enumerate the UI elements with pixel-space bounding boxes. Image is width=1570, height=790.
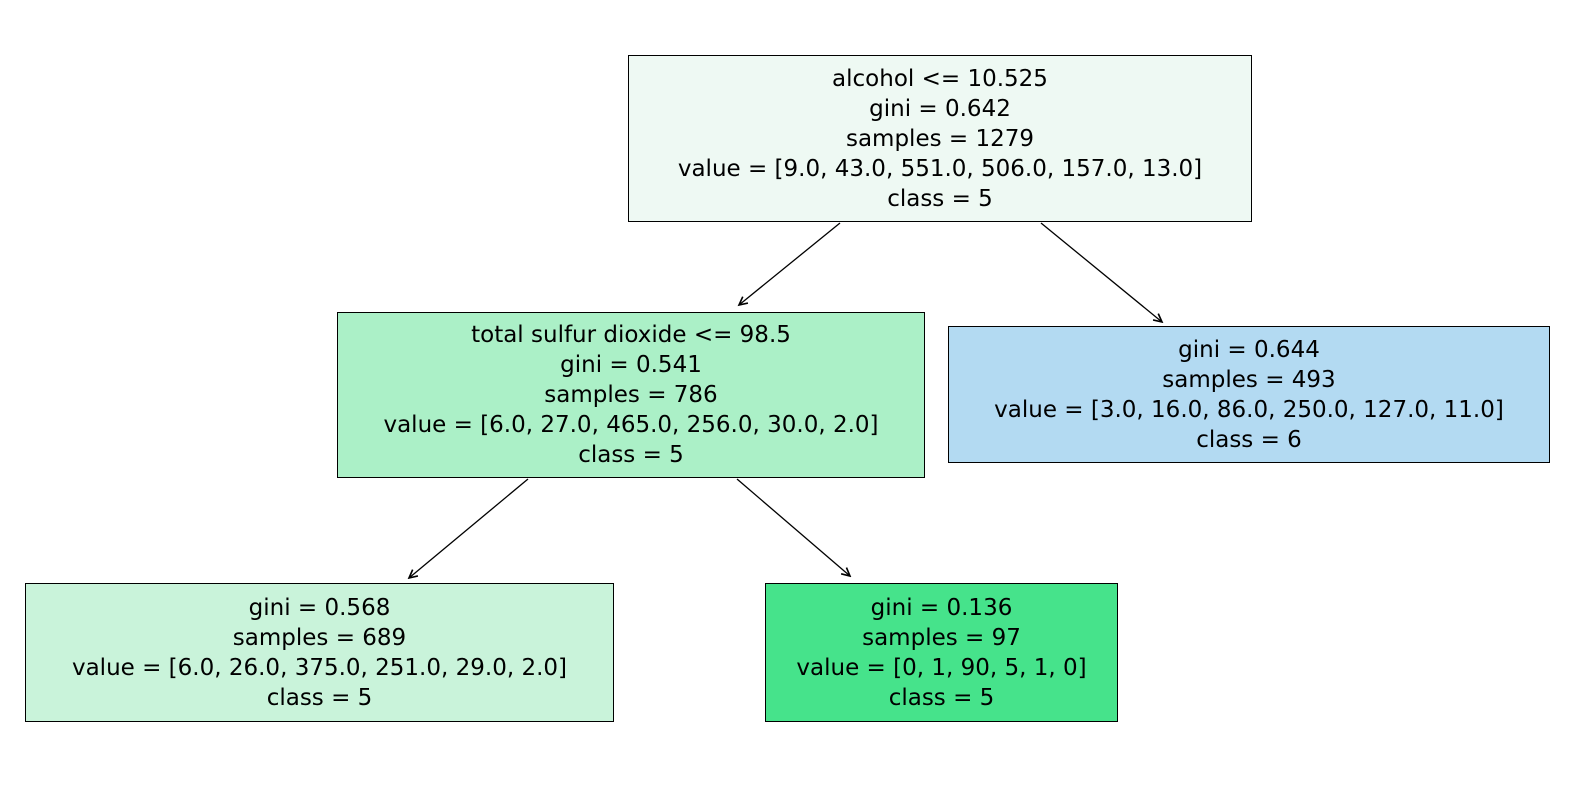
node-line-samples: samples = 786: [544, 382, 718, 408]
edge-root-to-left: [739, 222, 841, 305]
node-line-value: value = [0, 1, 90, 5, 1, 0]: [796, 654, 1087, 681]
node-line-class: class = 5: [578, 442, 684, 468]
node-line-value: value = [9.0, 43.0, 551.0, 506.0, 157.0,…: [677, 155, 1203, 182]
node-line-value: value = [6.0, 27.0, 465.0, 256.0, 30.0, …: [383, 412, 879, 438]
node-line-value: value = [6.0, 26.0, 375.0, 251.0, 29.0, …: [71, 654, 568, 681]
node-line-gini: gini = 0.568: [248, 594, 391, 621]
tree-node-left-right-leaf: gini = 0.136 samples = 97 value = [0, 1,…: [765, 583, 1118, 722]
node-line-samples: samples = 689: [232, 624, 407, 651]
node-line-split: total sulfur dioxide <= 98.5: [471, 322, 791, 348]
node-line-class: class = 5: [888, 684, 995, 711]
node-line-samples: samples = 1279: [845, 125, 1035, 152]
edge-left-to-leftright: [736, 478, 850, 576]
node-line-samples: samples = 97: [862, 624, 1021, 651]
tree-node-left-child: total sulfur dioxide <= 98.5 gini = 0.54…: [337, 312, 925, 478]
node-line-gini: gini = 0.541: [560, 352, 702, 378]
node-line-class: class = 5: [887, 185, 993, 212]
tree-node-root: alcohol <= 10.525 gini = 0.642 samples =…: [628, 55, 1252, 222]
edge-root-to-right: [1040, 222, 1162, 322]
node-line-gini: gini = 0.642: [869, 95, 1011, 122]
node-line-gini: gini = 0.644: [1178, 336, 1320, 363]
node-line-samples: samples = 493: [1162, 366, 1336, 393]
node-line-split: alcohol <= 10.525: [832, 65, 1048, 92]
tree-node-right-leaf: gini = 0.644 samples = 493 value = [3.0,…: [948, 326, 1550, 463]
node-line-class: class = 5: [266, 684, 373, 711]
node-line-value: value = [3.0, 16.0, 86.0, 250.0, 127.0, …: [994, 396, 1504, 423]
node-line-class: class = 6: [1196, 426, 1302, 453]
edge-left-to-leftleft: [409, 478, 529, 578]
tree-node-left-left-leaf: gini = 0.568 samples = 689 value = [6.0,…: [25, 583, 614, 722]
node-line-gini: gini = 0.136: [870, 594, 1013, 621]
